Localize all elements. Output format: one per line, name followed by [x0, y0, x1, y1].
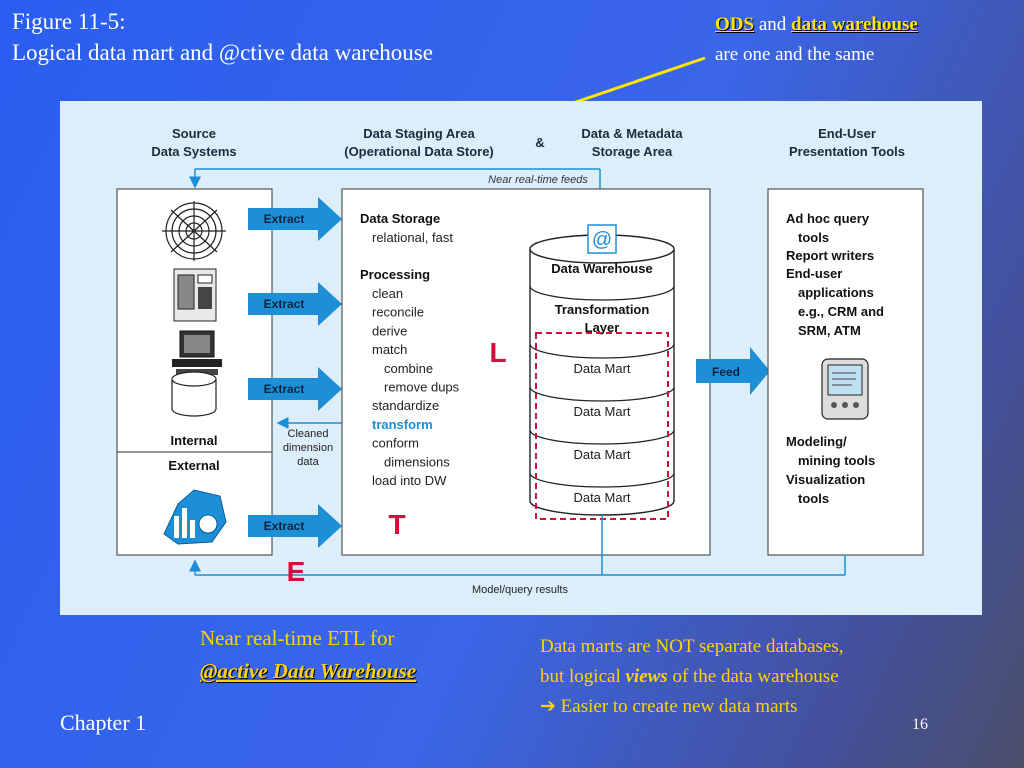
ods-term: ODS — [715, 14, 755, 35]
storage-title: Data Storage — [360, 211, 440, 226]
marts-caption-line1: Data marts are NOT separate databases, — [540, 636, 844, 657]
model-results-label: Model/query results — [472, 584, 568, 596]
header-metadata-1: Data & Metadata — [581, 126, 683, 141]
dw-term: data warehouse — [791, 14, 918, 35]
slide-title: Figure 11-5: Logical data mart and @ctiv… — [12, 6, 433, 68]
processing-step: clean — [372, 286, 403, 301]
enduser-item: e.g., CRM and — [798, 304, 884, 319]
enduser-item: End-user — [786, 266, 842, 281]
enduser-item: applications — [798, 285, 874, 300]
chapter-label: Chapter 1 — [60, 710, 147, 735]
feed-arrow — [696, 347, 770, 395]
pda-device-icon — [821, 358, 869, 420]
arrow-right-icon: ➔ — [540, 696, 556, 717]
mainframe-icon — [173, 268, 217, 322]
enduser-item: Visualization — [786, 472, 865, 487]
enduser-item: mining tools — [798, 453, 875, 468]
enduser-item: tools — [798, 230, 829, 245]
enduser-item: Ad hoc query — [786, 211, 870, 226]
architecture-diagram: Source Data Systems Data Staging Area (O… — [116, 126, 924, 596]
extract-arrow: Extract — [248, 282, 342, 326]
processing-step: load into DW — [372, 473, 447, 488]
etl-letter-l: L — [489, 337, 506, 368]
feed-label: Feed — [712, 365, 740, 379]
analytics-chart-icon — [163, 489, 227, 545]
processing-step: combine — [384, 361, 433, 376]
extract-label: Extract — [264, 212, 305, 226]
cleaned-label-2: dimension — [283, 442, 333, 454]
data-mart-label: Data Mart — [573, 490, 630, 505]
extract-arrow: Extract — [248, 197, 342, 241]
etl-letter-e: E — [287, 556, 306, 587]
warehouse-title: Data Warehouse — [551, 261, 652, 276]
processing-step: dimensions — [384, 454, 450, 469]
data-warehouse-cylinder — [529, 234, 675, 516]
processing-step: reconcile — [372, 305, 424, 320]
title-line-1: Figure 11-5: — [12, 9, 126, 34]
header-metadata-2: Storage Area — [592, 144, 673, 159]
header-ampersand: & — [535, 135, 544, 150]
etl-caption-line1: Near real-time ETL for — [200, 626, 395, 650]
feeds-label: Near real-time feeds — [488, 174, 588, 186]
bottom-right-caption: Data marts are NOT separate databases, b… — [540, 632, 844, 722]
enduser-item: SRM, ATM — [798, 323, 861, 338]
processing-title: Processing — [360, 267, 430, 282]
page-number: 16 — [912, 716, 928, 733]
header-staging-2: (Operational Data Store) — [344, 144, 494, 159]
figure-panel: Source Data Systems Data Staging Area (O… — [60, 101, 982, 615]
marts-caption-line3: Easier to create new data marts — [560, 696, 798, 717]
processing-step: remove dups — [384, 380, 460, 395]
active-at-symbol: @ — [592, 229, 612, 251]
extract-label: Extract — [264, 519, 305, 533]
transformation-2: Layer — [585, 320, 620, 335]
cleaned-label-1: Cleaned — [288, 428, 329, 440]
header-source-1: Source — [172, 126, 216, 141]
extract-arrow: Extract — [248, 504, 342, 548]
transformation-1: Transformation — [555, 302, 650, 317]
processing-step: transform — [372, 417, 433, 432]
storage-desc: relational, fast — [372, 230, 453, 245]
spider-web-icon — [162, 201, 226, 261]
enduser-item: Report writers — [786, 248, 874, 263]
etl-letter-t: T — [388, 509, 405, 540]
active-at-icon — [587, 224, 617, 254]
processing-step: standardize — [372, 398, 439, 413]
processing-step: match — [372, 342, 407, 357]
header-enduser-2: Presentation Tools — [789, 144, 905, 159]
processing-step: conform — [372, 436, 419, 451]
header-source-2: Data Systems — [151, 144, 236, 159]
enduser-item: Modeling/ — [786, 434, 847, 449]
enduser-item: tools — [798, 491, 829, 506]
database-cylinder-icon — [171, 371, 217, 417]
extract-label: Extract — [264, 382, 305, 396]
marts-caption-line2a: but logical — [540, 666, 621, 687]
cleaned-label-3: data — [297, 456, 319, 468]
header-enduser-1: End-User — [818, 126, 876, 141]
external-label: External — [168, 458, 219, 473]
header-staging-1: Data Staging Area — [363, 126, 475, 141]
marts-caption-line2c: of the data warehouse — [672, 666, 839, 687]
data-mart-label: Data Mart — [573, 404, 630, 419]
bottom-left-caption: Near real-time ETL for @active Data Ware… — [200, 622, 416, 688]
processing-step: derive — [372, 323, 407, 338]
data-mart-label: Data Mart — [573, 447, 630, 462]
extract-label: Extract — [264, 297, 305, 311]
marts-caption-views: views — [625, 666, 668, 687]
data-mart-label: Data Mart — [573, 361, 630, 376]
etl-caption-line2: @active Data Warehouse — [200, 659, 417, 683]
ods-note-line2: are one and the same — [715, 44, 875, 65]
internal-label: Internal — [171, 433, 218, 448]
ods-and: and — [758, 14, 787, 35]
title-line-2: Logical data mart and @ctive data wareho… — [12, 40, 433, 65]
extract-arrow: Extract — [248, 367, 342, 411]
ods-note: ODS and data warehouse are one and the s… — [715, 10, 918, 70]
